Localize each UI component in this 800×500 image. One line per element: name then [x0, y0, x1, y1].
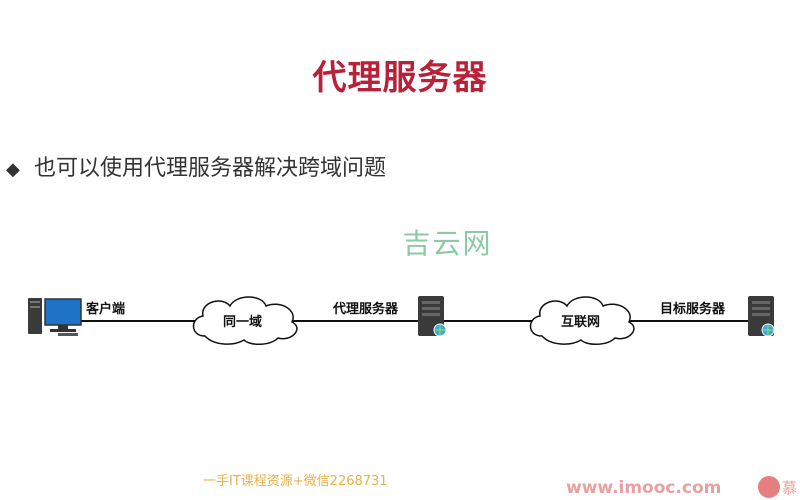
- bullet-point: ◆ 也可以使用代理服务器解决跨域问题: [6, 150, 386, 182]
- diamond-bullet-icon: ◆: [6, 159, 20, 180]
- page-title: 代理服务器: [312, 58, 488, 98]
- proxy-server-label: 代理服务器: [332, 301, 399, 317]
- network-diagram: 客户端 同一域 代理服务器 互联网 目标服务器: [28, 296, 775, 345]
- imooc-logo-icon: [758, 476, 780, 498]
- server-icon: [748, 296, 775, 337]
- client-label: 客户端: [86, 301, 125, 317]
- cloud-icon: [529, 296, 635, 345]
- server-icon: [418, 296, 447, 337]
- target-server-label: 目标服务器: [660, 301, 726, 317]
- desktop-computer-icon: [28, 298, 82, 336]
- internet-label: 互联网: [561, 315, 600, 330]
- footer-promo-text: 一手IT课程资源+微信2268731: [203, 474, 388, 489]
- bullet-text: 也可以使用代理服务器解决跨域问题: [34, 156, 387, 181]
- logo-text: 慕: [782, 479, 798, 497]
- watermark-text: 吉云网: [402, 227, 493, 260]
- same-domain-label: 同一域: [223, 314, 262, 330]
- site-url: www.imooc.com: [566, 478, 722, 498]
- cloud-icon: [192, 296, 298, 345]
